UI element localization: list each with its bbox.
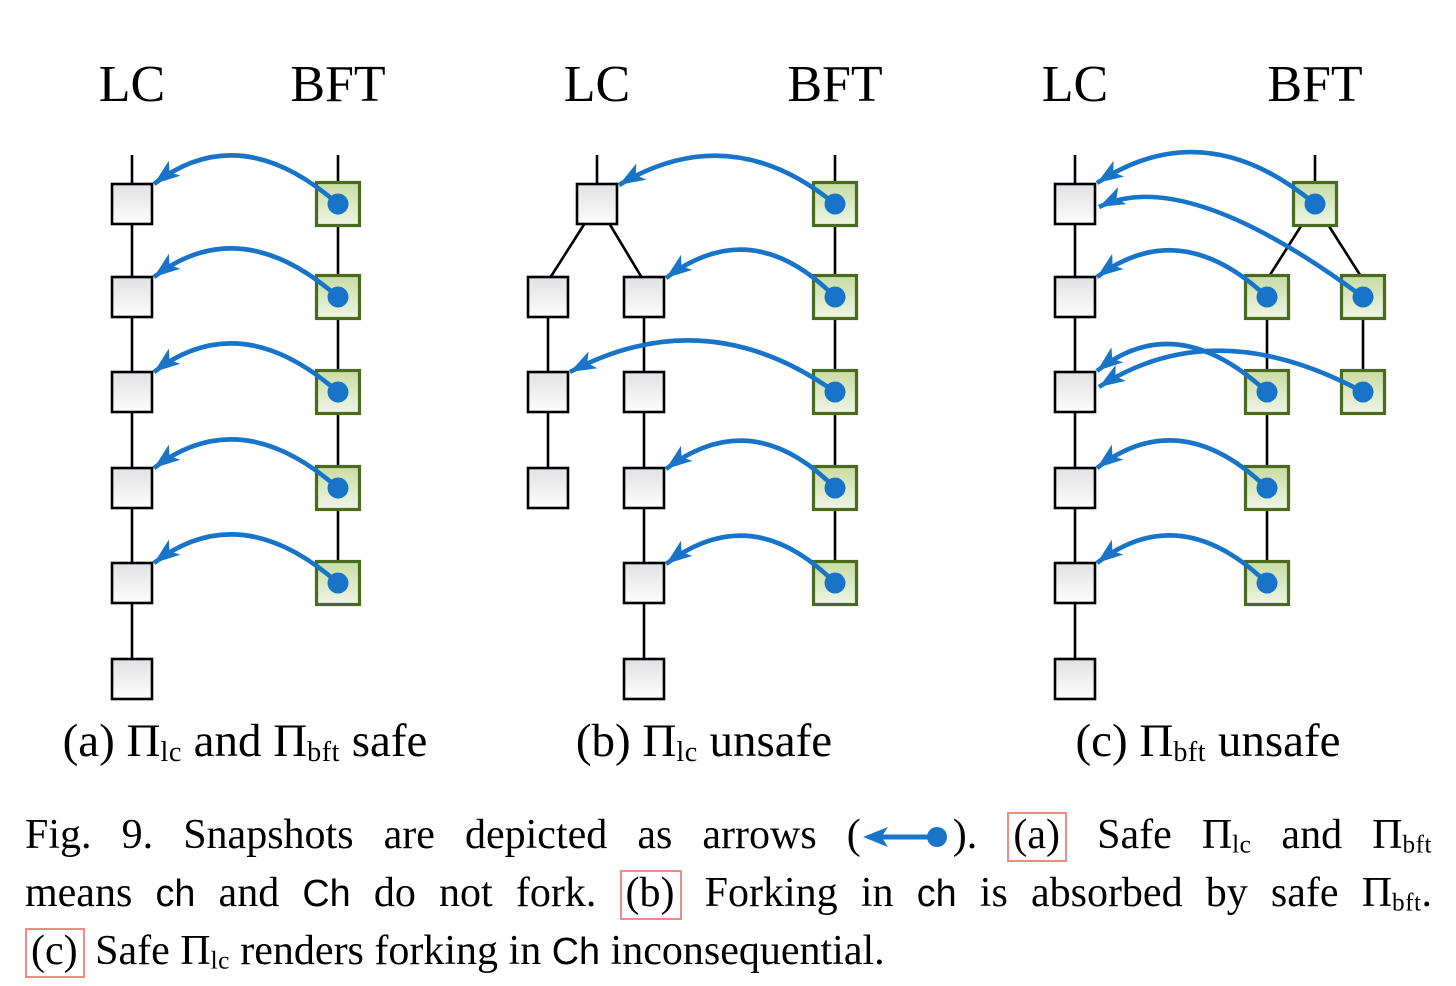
- snapshot-arrow: [152, 153, 340, 206]
- column-header-bft-c: BFT: [1267, 56, 1363, 113]
- panel-caption-a: (a) Πlc and Πbft safe: [62, 715, 428, 769]
- pi-symbol: Πbft: [273, 715, 340, 769]
- snapshot-arrow-glyph: [862, 827, 947, 847]
- fork-edge: [1266, 222, 1305, 279]
- snapshot-arrow: [1097, 187, 1365, 299]
- snapshot-arrow: [1097, 348, 1365, 395]
- reference-link-box: (a): [1007, 812, 1067, 862]
- column-header-bft-b: BFT: [787, 56, 883, 113]
- panel-a: [110, 153, 362, 701]
- lc-block: [1053, 275, 1097, 319]
- lc-block: [526, 275, 570, 319]
- lc-block: [110, 370, 154, 414]
- pi-symbol: Πbft: [1139, 715, 1207, 769]
- lc-block: [622, 466, 666, 510]
- panel-c: [1053, 149, 1387, 701]
- lc-block: [622, 370, 666, 414]
- column-header-lc-b: LC: [563, 56, 631, 113]
- pi-symbol: Πlc: [1201, 812, 1252, 859]
- column-header-bft-a: BFT: [290, 56, 386, 113]
- snapshot-arrow: [664, 438, 837, 490]
- lc-block: [110, 275, 154, 319]
- fork-edge: [548, 222, 587, 279]
- column-header-lc-a: LC: [98, 56, 166, 113]
- lc-block: [1053, 657, 1097, 701]
- snapshot-arrow: [1095, 248, 1269, 299]
- pi-symbol: Πbft: [1372, 812, 1432, 859]
- lc-block: [526, 370, 570, 414]
- snapshot-arrow: [664, 533, 837, 585]
- snapshot-arrow: [664, 247, 837, 299]
- snapshot-arrow: [568, 338, 837, 394]
- bft-block: [1243, 368, 1291, 416]
- lc-block: [110, 466, 154, 510]
- lc-block: [110, 561, 154, 605]
- chain-symbol: Ch: [551, 931, 601, 973]
- pi-symbol: Πbft: [1361, 870, 1422, 917]
- column-header-lc-c: LC: [1041, 56, 1109, 113]
- chain-symbol: Ch: [302, 873, 351, 915]
- snapshot-arrow: [1095, 341, 1269, 394]
- fork-edge: [1325, 222, 1364, 279]
- lc-block: [622, 275, 666, 319]
- lc-block: [526, 466, 570, 510]
- panel-caption-c: (c) Πbft unsafe: [1075, 715, 1341, 769]
- lc-block: [1053, 182, 1097, 226]
- reference-link-box: (c): [25, 928, 85, 978]
- lc-block: [1053, 561, 1097, 605]
- pi-symbol: Πlc: [642, 715, 698, 769]
- snapshot-arrow: [1095, 533, 1269, 585]
- lc-block: [110, 657, 154, 701]
- pi-symbol: Πlc: [180, 928, 230, 975]
- lc-block: [622, 657, 666, 701]
- figure-caption: Fig. 9. Snapshots are depicted as arrows…: [25, 806, 1432, 980]
- lc-block: [622, 561, 666, 605]
- snapshot-arrow: [152, 437, 340, 490]
- panel-b: [526, 153, 859, 701]
- snapshot-arrow: [1095, 438, 1269, 490]
- snapshot-arrow: [1095, 149, 1317, 206]
- lc-block: [1053, 370, 1097, 414]
- lc-block: [1053, 466, 1097, 510]
- chain-symbol: ch: [155, 873, 196, 915]
- caption-line-1: Fig. 9. Snapshots are depicted as arrows…: [25, 806, 1432, 864]
- snapshot-arrow: [152, 532, 340, 585]
- lc-block: [110, 182, 154, 226]
- pi-symbol: Πlc: [126, 715, 182, 769]
- bft-block: [1339, 368, 1387, 416]
- caption-line-3: (c) Safe Πlc renders forking in Ch incon…: [25, 922, 1432, 980]
- caption-line-2: means ch and Ch do not fork. (b) Forking…: [25, 864, 1432, 922]
- snapshot-arrow: [152, 246, 340, 299]
- bft-block: [1243, 464, 1291, 512]
- snapshot-arrow: [617, 153, 837, 206]
- reference-link-box: (b): [619, 870, 682, 920]
- lc-block: [575, 182, 619, 226]
- snapshot-arrow: [152, 341, 340, 394]
- panel-caption-b: (b) Πlc unsafe: [575, 715, 833, 769]
- fork-edge: [607, 222, 644, 279]
- chain-symbol: ch: [916, 873, 957, 915]
